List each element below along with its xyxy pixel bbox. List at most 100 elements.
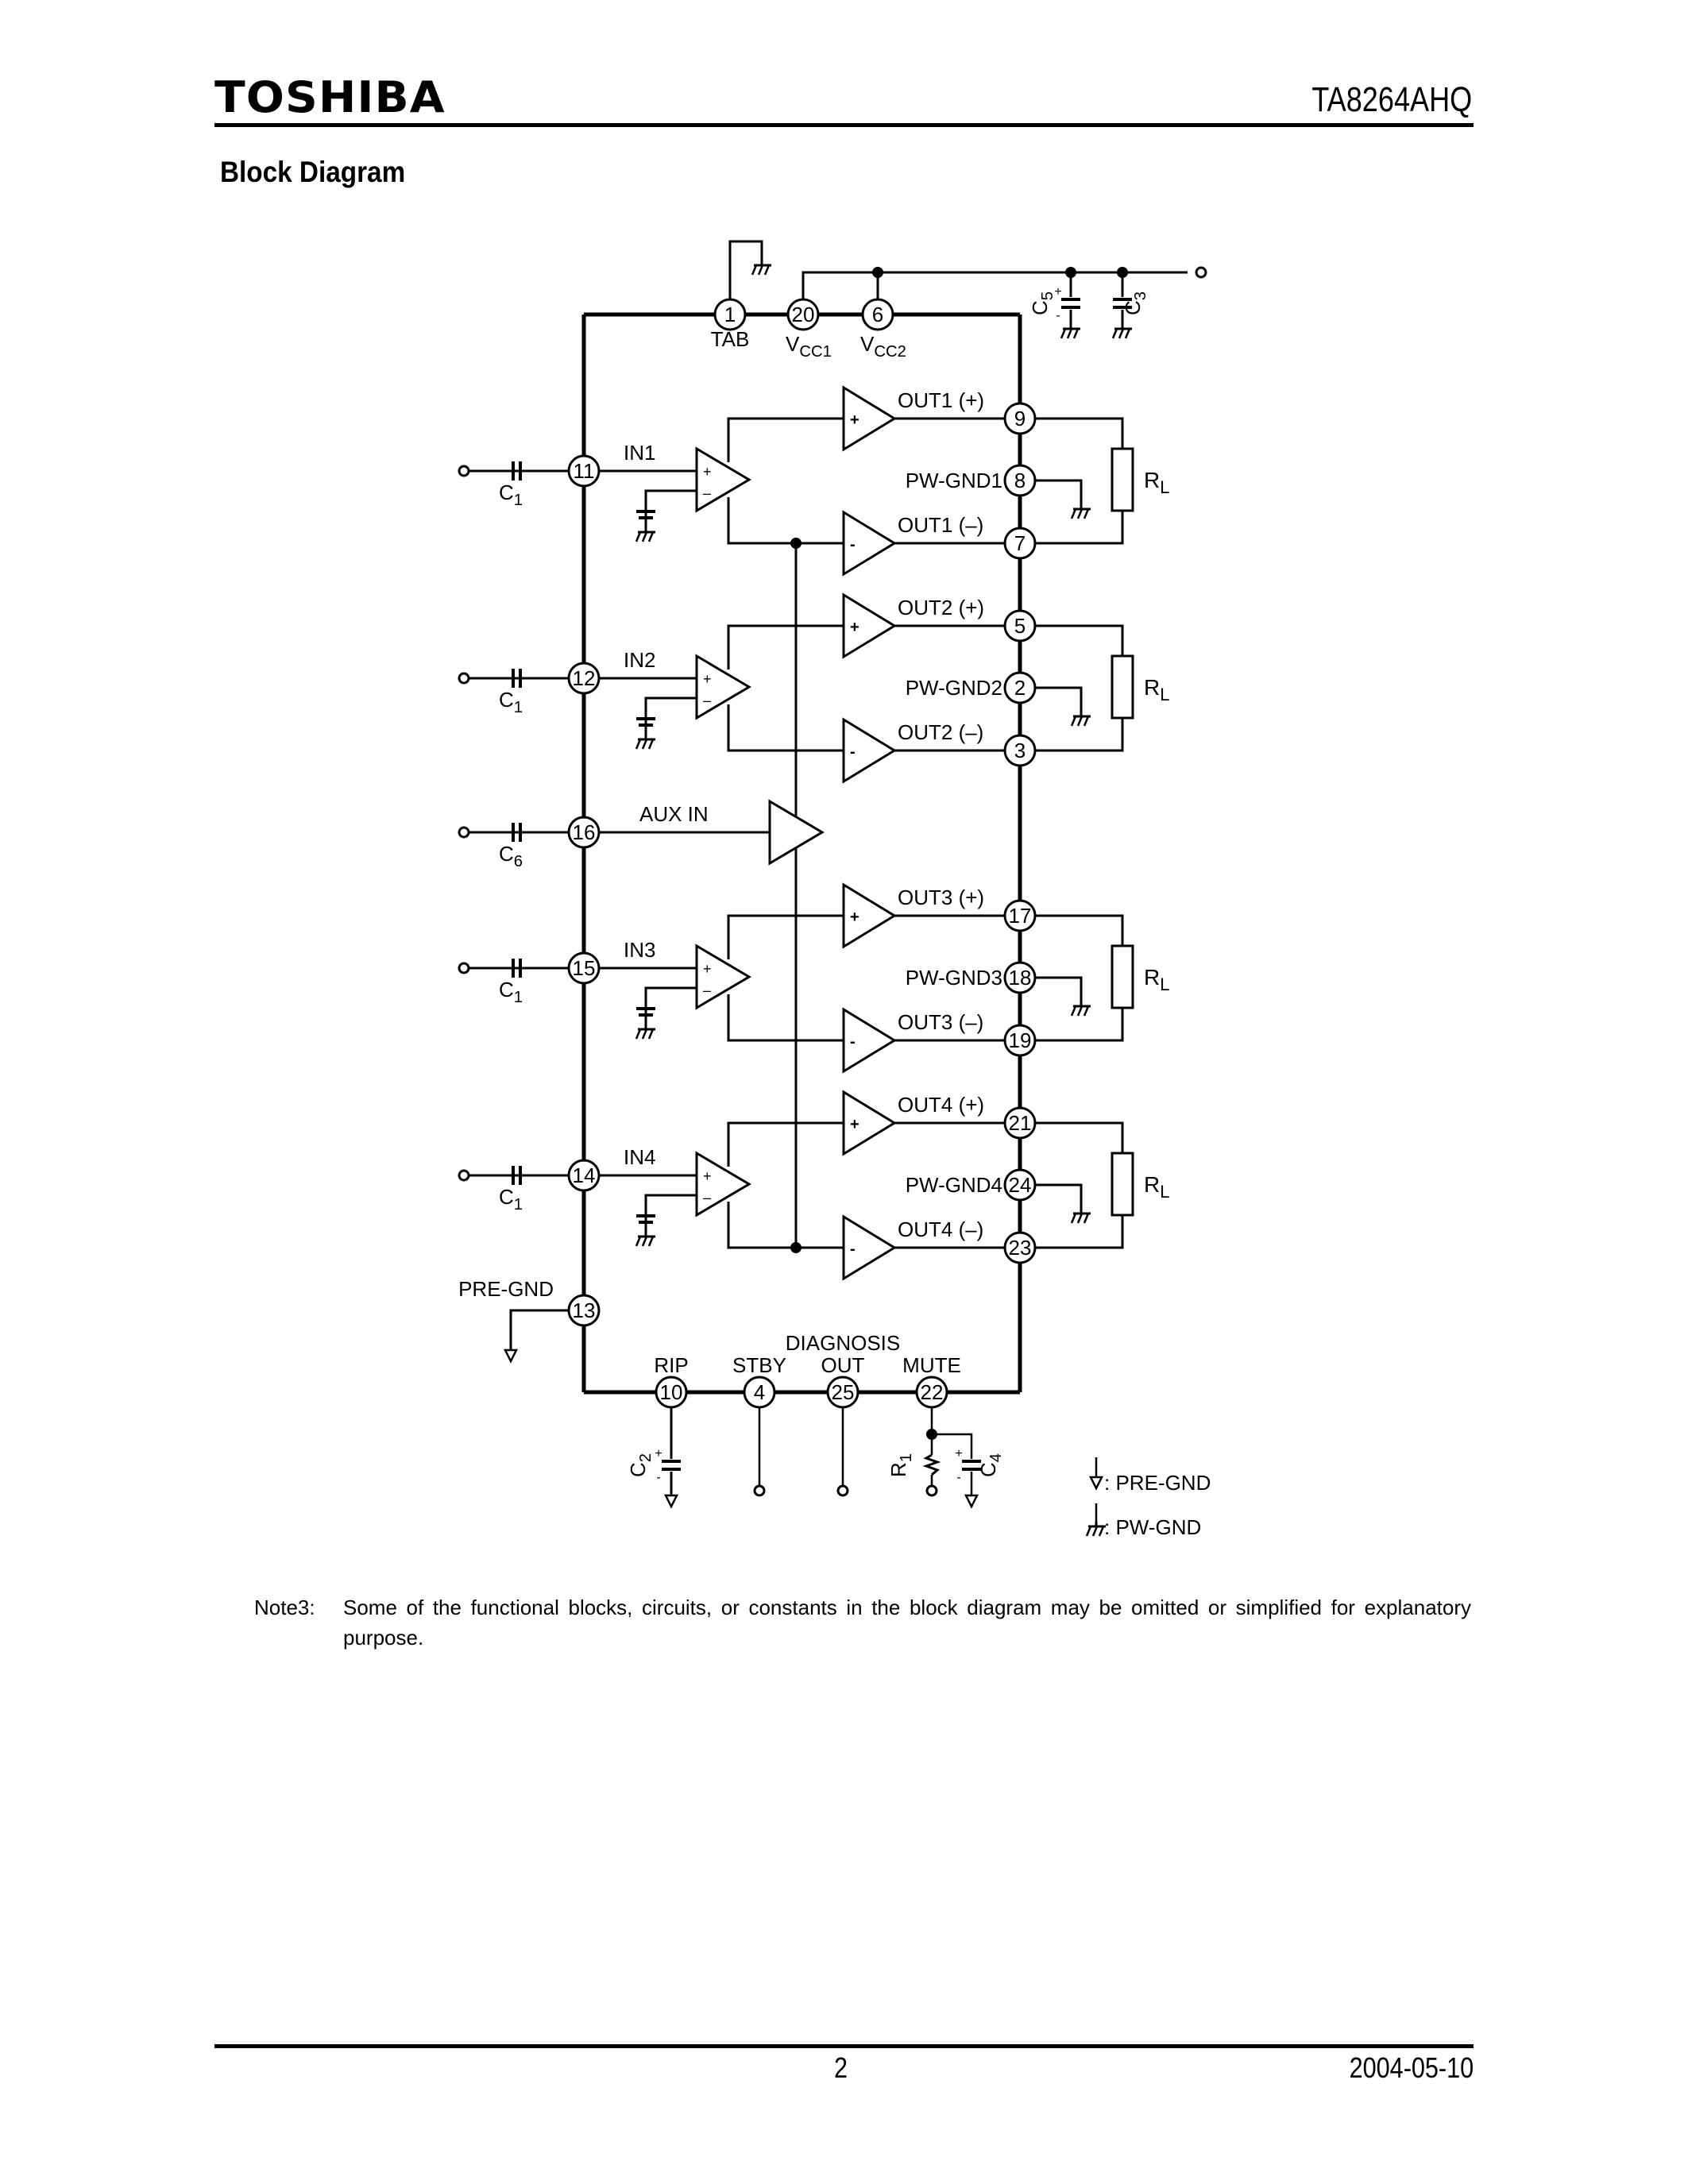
pin-23: 23 [1003, 1231, 1037, 1264]
pin-circle [567, 454, 601, 488]
pw-gnd-label: PW-GND4 [906, 1173, 1002, 1197]
pin-number: 10 [660, 1380, 683, 1404]
pin-number: 14 [573, 1163, 596, 1187]
gnd-hatch [1070, 1005, 1077, 1017]
supply-cap-label: C5 [1028, 291, 1056, 315]
amp-triangle [695, 1151, 751, 1217]
section-title: Block Diagram [220, 156, 406, 188]
pw-gnd-icon [1070, 1209, 1091, 1224]
input-capacitor-icon [512, 959, 522, 978]
amp-sign: - [850, 536, 856, 554]
pin-number: 6 [872, 303, 883, 326]
mute-capacitor-icon [961, 1459, 982, 1472]
out-plus-label: OUT3 (+) [898, 886, 984, 909]
power-amp-plus-icon: + [842, 592, 897, 659]
amp-sign: - [850, 1033, 856, 1051]
top-pin-label: VCC1 [786, 332, 832, 361]
top-pin-label-sub: CC2 [874, 343, 906, 361]
mute-cap-label-main: C [976, 1462, 1000, 1477]
amp-triangle [695, 654, 751, 720]
amp-triangle [842, 1007, 897, 1074]
load-wire [1020, 417, 1124, 449]
input-cap-label-main: C [499, 978, 514, 1001]
gnd-hatch [635, 531, 642, 542]
out-minus-label: OUT4 (–) [898, 1217, 983, 1241]
power-amp-minus-icon: - [842, 1214, 897, 1281]
gnd-hatch [1124, 328, 1131, 339]
preamp-icon [695, 654, 751, 720]
preamp-minus: – [703, 982, 711, 998]
pin-4: 4 [743, 1376, 776, 1409]
input-cap-label: C1 [499, 1185, 523, 1214]
input-cap-label-sub: 1 [514, 989, 523, 1006]
amp-sign: - [850, 1241, 856, 1258]
out-plus-label: OUT1 (+) [898, 388, 984, 412]
preamp-plus: + [703, 1168, 712, 1184]
mute-res-label-main: R [886, 1462, 910, 1477]
pw-gnd-icon [1070, 1001, 1091, 1017]
pw-gnd-wire [1020, 686, 1083, 713]
load-label: RL [1144, 675, 1169, 704]
load-label-sub: L [1160, 1182, 1169, 1202]
load-resistor-icon [1111, 944, 1134, 1009]
input-terminal-icon [458, 1169, 470, 1182]
gnd-hatch [1083, 508, 1090, 519]
out-minus-label: OUT1 (–) [898, 513, 983, 537]
bottom-pin-label: STBY [732, 1353, 786, 1377]
pin-number: 20 [792, 303, 815, 326]
pin-circle [567, 816, 601, 849]
gnd-hatch [647, 1028, 655, 1040]
pw-gnd-wire [1020, 479, 1083, 506]
pin-number: 13 [573, 1298, 596, 1322]
pin-circle [567, 1294, 601, 1327]
pin-circle [861, 298, 894, 331]
pw-gnd-label: PW-GND2 [906, 676, 1002, 700]
note-label: Note3: [254, 1596, 315, 1619]
gnd-hatch [1111, 328, 1118, 339]
pin-14: 14 [567, 1159, 601, 1192]
cap-plus: + [655, 1447, 662, 1461]
page-number: 2 [834, 2051, 848, 2084]
out-plus-label: OUT2 (+) [898, 596, 984, 619]
pin-number: 1 [724, 303, 736, 326]
pin-circle [713, 298, 747, 331]
gnd-hatch [641, 739, 648, 750]
gnd-hatch [1070, 508, 1077, 519]
mute-res-label: R1 [886, 1453, 915, 1477]
out-minus-label: OUT2 (–) [898, 720, 983, 744]
input-capacitor-icon [512, 461, 522, 480]
load-resistor-icon [1111, 447, 1134, 512]
mute-terminal-icon [925, 1484, 938, 1497]
legend-pre-gnd-icon [1088, 1476, 1104, 1491]
note-text: Some of the functional blocks, circuits,… [343, 1596, 1471, 1650]
pin-15: 15 [567, 951, 601, 985]
pin-24: 24 [1003, 1168, 1037, 1202]
tab-gnd-icon [751, 260, 771, 276]
input-cap-label-main: C [499, 480, 514, 504]
cap-plus: + [1054, 285, 1061, 299]
pin-5: 5 [1003, 609, 1037, 642]
header-rule [214, 123, 1474, 127]
pin-10: 10 [655, 1376, 688, 1409]
supply-cap-label-sub: 5 [1039, 291, 1056, 300]
preamp-icon [695, 943, 751, 1010]
aux-label: AUX IN [639, 802, 709, 826]
pin-circle [1003, 609, 1037, 642]
out-minus-label: OUT3 (–) [898, 1010, 983, 1034]
gnd-hatch [1098, 1526, 1105, 1537]
gnd-hatch [1083, 1005, 1090, 1017]
load-label-main: R [1144, 468, 1160, 492]
gnd-hatch [1076, 716, 1083, 727]
pin-circle [1003, 734, 1037, 767]
pin-circle [1003, 527, 1037, 560]
aux-capacitor-icon [512, 823, 522, 842]
mute-cap-label: C4 [976, 1453, 1005, 1477]
amp-triangle [842, 1214, 897, 1281]
pin-circle [1003, 961, 1037, 994]
preamp-out-wire [727, 417, 844, 462]
pin-circle [567, 951, 601, 985]
preamp-out-wire [727, 624, 844, 669]
load-wire [1020, 1121, 1124, 1153]
pin-16: 16 [567, 816, 601, 849]
